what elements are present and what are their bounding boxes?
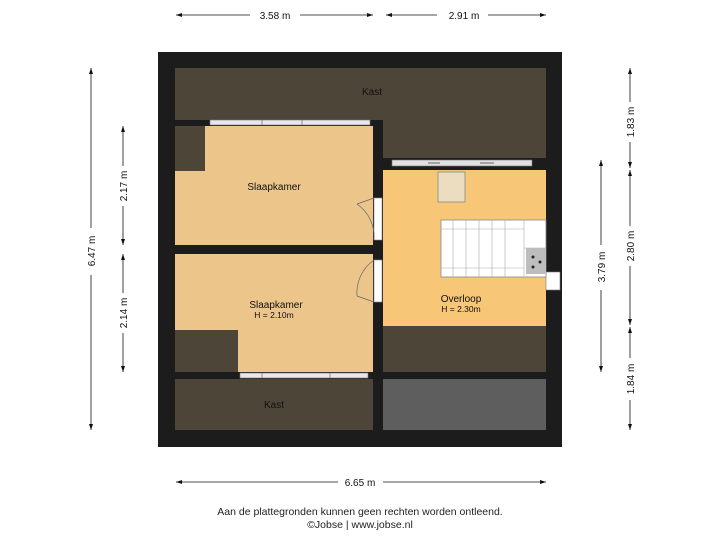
room-height-landing: H = 2.30m bbox=[441, 304, 480, 314]
dimension-left-total: 6.47 m bbox=[87, 68, 98, 430]
dimension-left-lower: 2.14 m bbox=[119, 254, 130, 372]
credit-text: ©Jobse | www.jobse.nl bbox=[307, 519, 413, 531]
kast-bottom-area bbox=[175, 379, 373, 430]
svg-text:2.80 m: 2.80 m bbox=[626, 231, 637, 262]
disclaimer-text: Aan de plattegronden kunnen geen rechten… bbox=[217, 506, 503, 518]
bedroom-1-floor bbox=[175, 126, 373, 245]
dimension-right-top: 1.83 m bbox=[626, 68, 637, 168]
svg-text:6.47 m: 6.47 m bbox=[87, 236, 98, 267]
svg-text:2.17 m: 2.17 m bbox=[119, 171, 130, 202]
bedroom-2-floor bbox=[175, 254, 373, 372]
svg-text:1.84 m: 1.84 m bbox=[626, 364, 637, 395]
room-label-kast-bottom: Kast bbox=[264, 400, 284, 411]
svg-text:6.65 m: 6.65 m bbox=[345, 478, 376, 489]
dimension-bottom: 6.65 m bbox=[176, 478, 546, 489]
skylight-landing bbox=[391, 159, 533, 167]
landing-eave-storage bbox=[383, 326, 546, 372]
svg-text:2.14 m: 2.14 m bbox=[119, 298, 130, 329]
dimension-right-mid: 2.80 m bbox=[626, 170, 637, 325]
dimension-top-right: 2.91 m bbox=[386, 11, 546, 22]
skylight-bedroom-2 bbox=[239, 372, 369, 379]
room-label-landing: Overloop bbox=[441, 294, 482, 305]
gray-storage-area bbox=[383, 379, 546, 430]
room-label-bedroom-2: Slaapkamer bbox=[249, 300, 303, 311]
attic-hatch bbox=[437, 171, 466, 203]
door-bedroom-1 bbox=[356, 197, 383, 241]
staircase bbox=[440, 219, 547, 278]
bedroom-1-eave-storage bbox=[175, 125, 205, 171]
dimension-right-bottom: 1.84 m bbox=[626, 327, 637, 430]
dimension-left-upper: 2.17 m bbox=[119, 126, 130, 245]
svg-text:1.83 m: 1.83 m bbox=[626, 107, 637, 138]
wall-between-bedrooms bbox=[175, 245, 373, 254]
room-height-bedroom-2: H = 2.10m bbox=[254, 310, 293, 320]
dimension-top-left: 3.58 m bbox=[176, 11, 373, 22]
door-bedroom-2 bbox=[356, 259, 383, 303]
skylight-bedroom-1 bbox=[209, 119, 371, 126]
room-label-bedroom-1: Slaapkamer bbox=[247, 182, 301, 193]
room-label-kast-top: Kast bbox=[362, 87, 382, 98]
dimension-right-total: 3.79 m bbox=[597, 160, 608, 372]
svg-text:2.91 m: 2.91 m bbox=[449, 11, 480, 22]
bedroom-2-eave-storage bbox=[175, 330, 238, 372]
landing-right-window bbox=[545, 271, 561, 291]
svg-text:3.58 m: 3.58 m bbox=[260, 11, 291, 22]
svg-text:3.79 m: 3.79 m bbox=[597, 252, 608, 283]
